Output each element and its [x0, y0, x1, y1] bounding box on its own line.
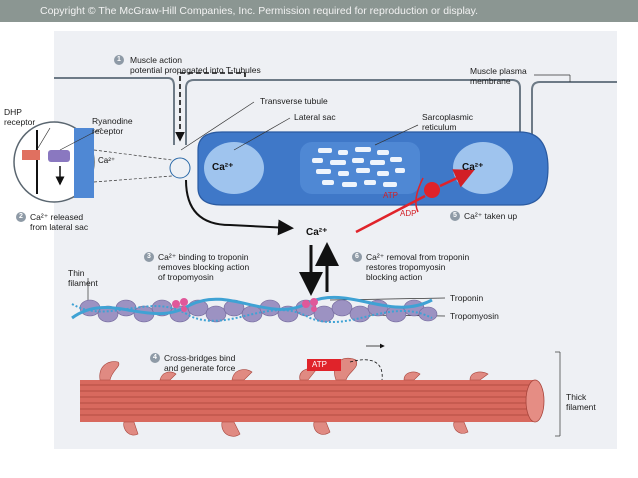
step-6-text: Ca²⁺ removal from troponin restores trop…	[366, 252, 470, 282]
transverse-tubule-label: Transverse tubule	[260, 96, 328, 106]
dhp-receptor-label: DHP receptor	[4, 107, 36, 127]
troponin-complex	[172, 298, 318, 312]
muscle-plasma-membrane-label: Muscle plasma membrane	[470, 66, 527, 86]
right-sac-ca-label: Ca²⁺	[462, 162, 484, 173]
step-4-text: Cross-bridges bind and generate force	[164, 353, 236, 373]
step-6-badge: 6	[352, 252, 362, 262]
ca-pump	[355, 169, 475, 234]
tropomyosin-strand	[71, 295, 433, 320]
tropomyosin-label: Tropomyosin	[450, 311, 499, 321]
sarcoplasmic-reticulum	[197, 131, 549, 206]
step-4-badge: 4	[150, 353, 160, 363]
copyright-bar: Copyright © The McGraw-Hill Companies, I…	[0, 0, 638, 22]
receptor-inset	[13, 121, 191, 203]
step-2-text: Ca²⁺ released from lateral sac	[30, 212, 89, 232]
thin-filament-label: Thin filament	[68, 268, 98, 288]
copyright-text: Copyright © The McGraw-Hill Companies, I…	[40, 5, 479, 17]
step-5-badge: 5	[450, 211, 460, 221]
left-sac-ca-label: Ca²⁺	[212, 162, 234, 173]
lateral-sac-label: Lateral sac	[294, 112, 336, 122]
thin-filament	[71, 295, 438, 323]
step-5-text: Ca²⁺ taken up	[464, 211, 518, 221]
action-potential-arrow	[175, 72, 246, 142]
muscle-plasma-membrane	[54, 77, 617, 145]
cytosol-ca-label: Ca²⁺	[306, 227, 328, 238]
thick-filament-label: Thick filament	[566, 392, 596, 412]
inset-ca-label: Ca²⁺	[98, 156, 116, 165]
adp-pump-label: ADP	[400, 209, 417, 218]
ca-release-arrow	[185, 179, 294, 236]
cross-bridges	[99, 358, 489, 437]
atp-crossbridge-label: ATP	[312, 360, 327, 369]
atp-box	[307, 359, 341, 371]
thick-filament	[80, 343, 545, 437]
left-lateral-sac	[204, 142, 264, 194]
ryanodine-receptor-label: Ryanodine receptor	[92, 116, 133, 136]
step-3-badge: 3	[144, 252, 154, 262]
step-1-badge: 1	[114, 55, 124, 65]
atp-pump-label: ATP	[383, 191, 398, 200]
step-1-text: Muscle action potential propagated into …	[130, 55, 261, 75]
troponin-label: Troponin	[450, 293, 484, 303]
step-3-text: Ca²⁺ binding to troponin removes blockin…	[158, 252, 250, 282]
sarcoplasmic-reticulum-label: Sarcoplasmic reticulum	[422, 112, 474, 132]
step-2-badge: 2	[16, 212, 26, 222]
